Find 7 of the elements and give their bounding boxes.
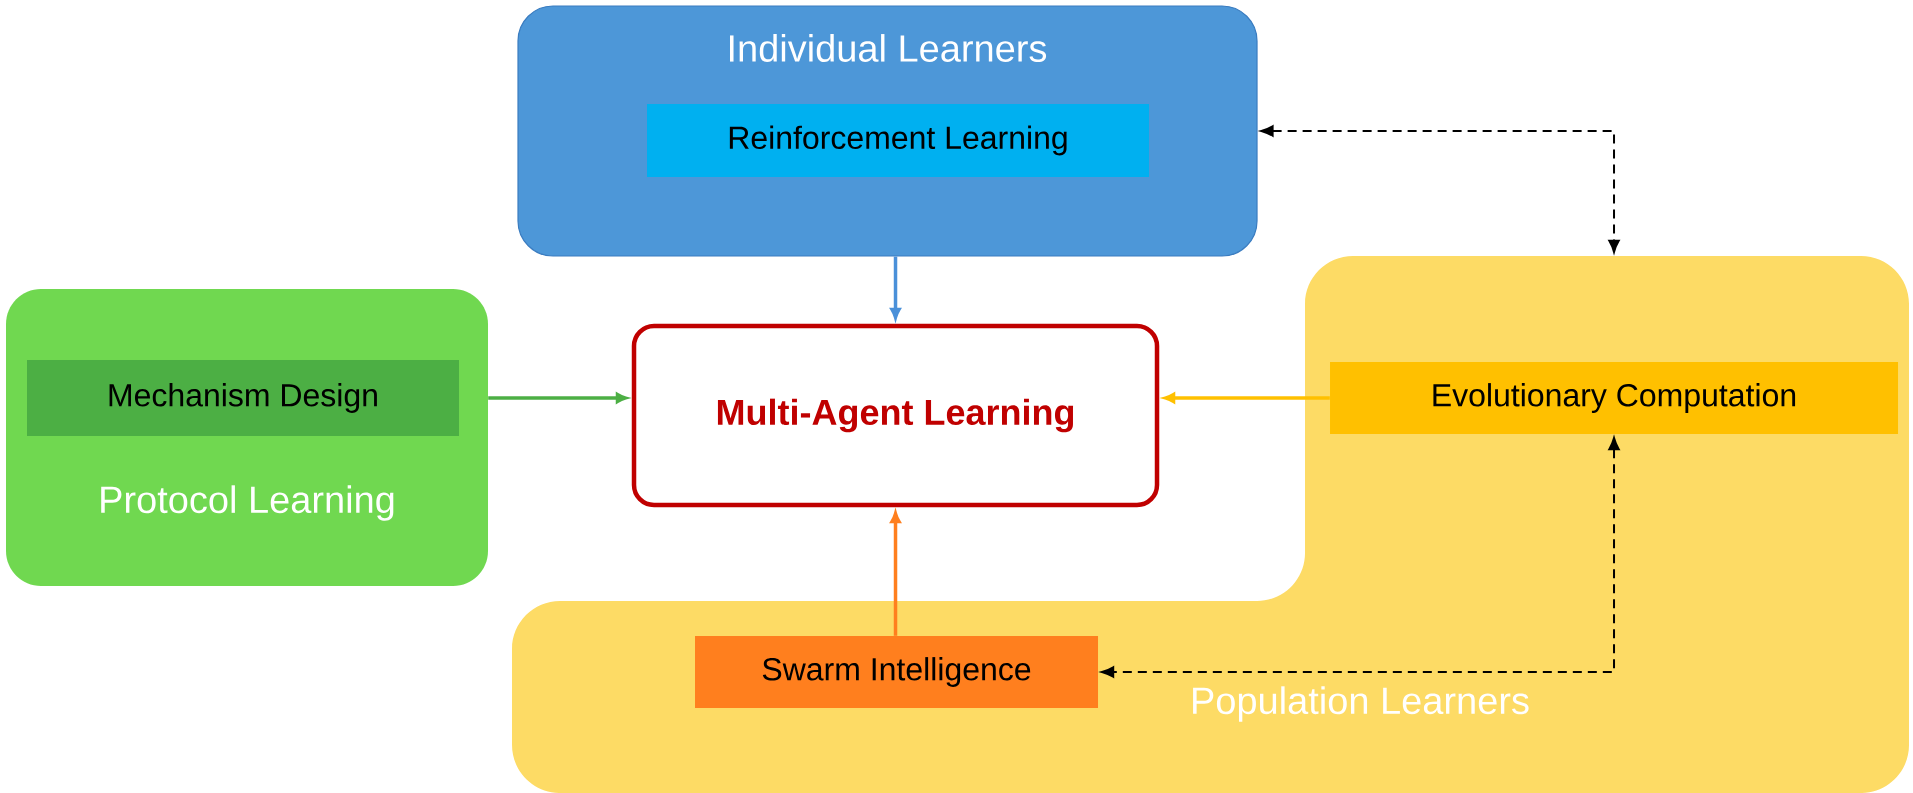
arrow: [1260, 125, 1620, 253]
central-box: Multi-Agent Learning: [631, 323, 1160, 508]
process-box: Swarm Intelligence: [695, 636, 1098, 708]
process-box: Evolutionary Computation: [1330, 362, 1898, 434]
process-box: Mechanism Design: [27, 360, 459, 436]
arrow: [1101, 437, 1620, 678]
process-box: Reinforcement Learning: [647, 104, 1149, 177]
